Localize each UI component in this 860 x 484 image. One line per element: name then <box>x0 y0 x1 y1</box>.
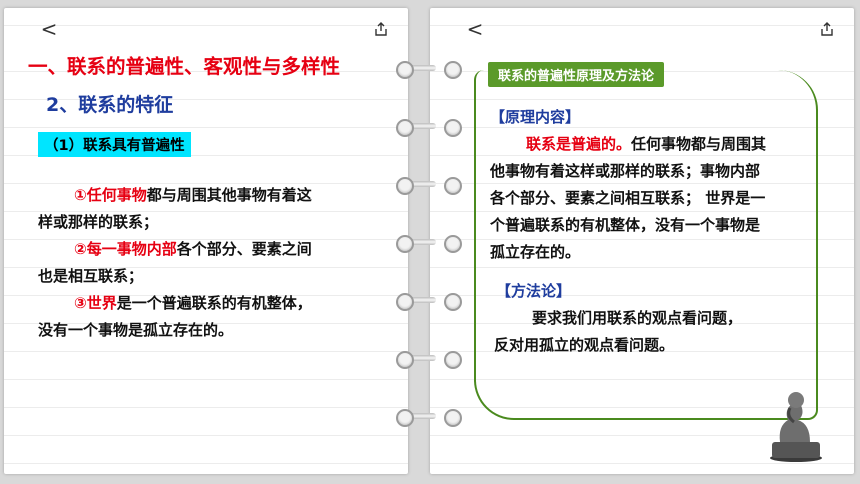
back-button[interactable]: < <box>36 16 62 42</box>
principle-text-4: 个普遍联系的有机整体，没有一个事物是 <box>490 216 761 234</box>
principle-text-2: 他事物有着这样或那样的联系；事物内部 <box>490 162 761 180</box>
back-icon: < <box>466 17 484 41</box>
card-body: 【原理内容】 联系是普遍的。任何事物都与周围其 他事物有着这样或那样的联系；事物… <box>478 104 818 359</box>
principle-key: 联系是普遍的。 <box>526 135 632 153</box>
point-2-text-cont: 也是相互联系； <box>38 267 144 285</box>
principle-text-1: 任何事物都与周围其 <box>631 135 767 153</box>
share-button[interactable] <box>368 16 394 42</box>
point-2-key: ②每一事物内部 <box>74 240 177 258</box>
card-title: 联系的普遍性原理及方法论 <box>488 62 665 87</box>
point-1-text: 都与周围其他事物有着这 <box>146 186 312 204</box>
principle-card <box>474 70 818 420</box>
back-button-right[interactable]: < <box>462 16 488 42</box>
point-3-text-cont: 没有一个事物是孤立存在的。 <box>38 321 234 339</box>
share-icon <box>375 22 387 36</box>
section-title: 一、联系的普遍性、客观性与多样性 <box>28 55 341 78</box>
share-icon <box>821 22 833 36</box>
method-text-2: 反对用孤立的观点看问题。 <box>494 336 675 354</box>
point-1-text-cont: 样或那样的联系； <box>38 213 159 231</box>
left-page: < <box>4 8 408 474</box>
topic-heading: （1）联系具有普遍性 <box>38 132 191 157</box>
point-3-text: 是一个普遍联系的有机整体， <box>116 294 312 312</box>
principle-text-5: 孤立存在的。 <box>490 243 581 261</box>
method-text-1: 要求我们用联系的观点看问题， <box>532 309 743 327</box>
point-1-key: ①任何事物 <box>74 186 147 204</box>
principle-text-3: 各个部分、要素之间相互联系； 世界是一 <box>490 189 766 207</box>
thinker-statue <box>770 392 822 462</box>
point-2-text: 各个部分、要素之间 <box>176 240 312 258</box>
share-button-right[interactable] <box>814 16 840 42</box>
principle-label: 【原理内容】 <box>490 108 581 126</box>
subsection-title: 2、联系的特征 <box>46 94 174 116</box>
point-3-key: ③世界 <box>74 294 117 312</box>
method-label: 【方法论】 <box>496 282 572 300</box>
back-icon: < <box>40 17 58 41</box>
left-body-text: ①任何事物都与周围其他事物有着这 样或那样的联系； ②每一事物内部各个部分、要素… <box>38 182 368 344</box>
